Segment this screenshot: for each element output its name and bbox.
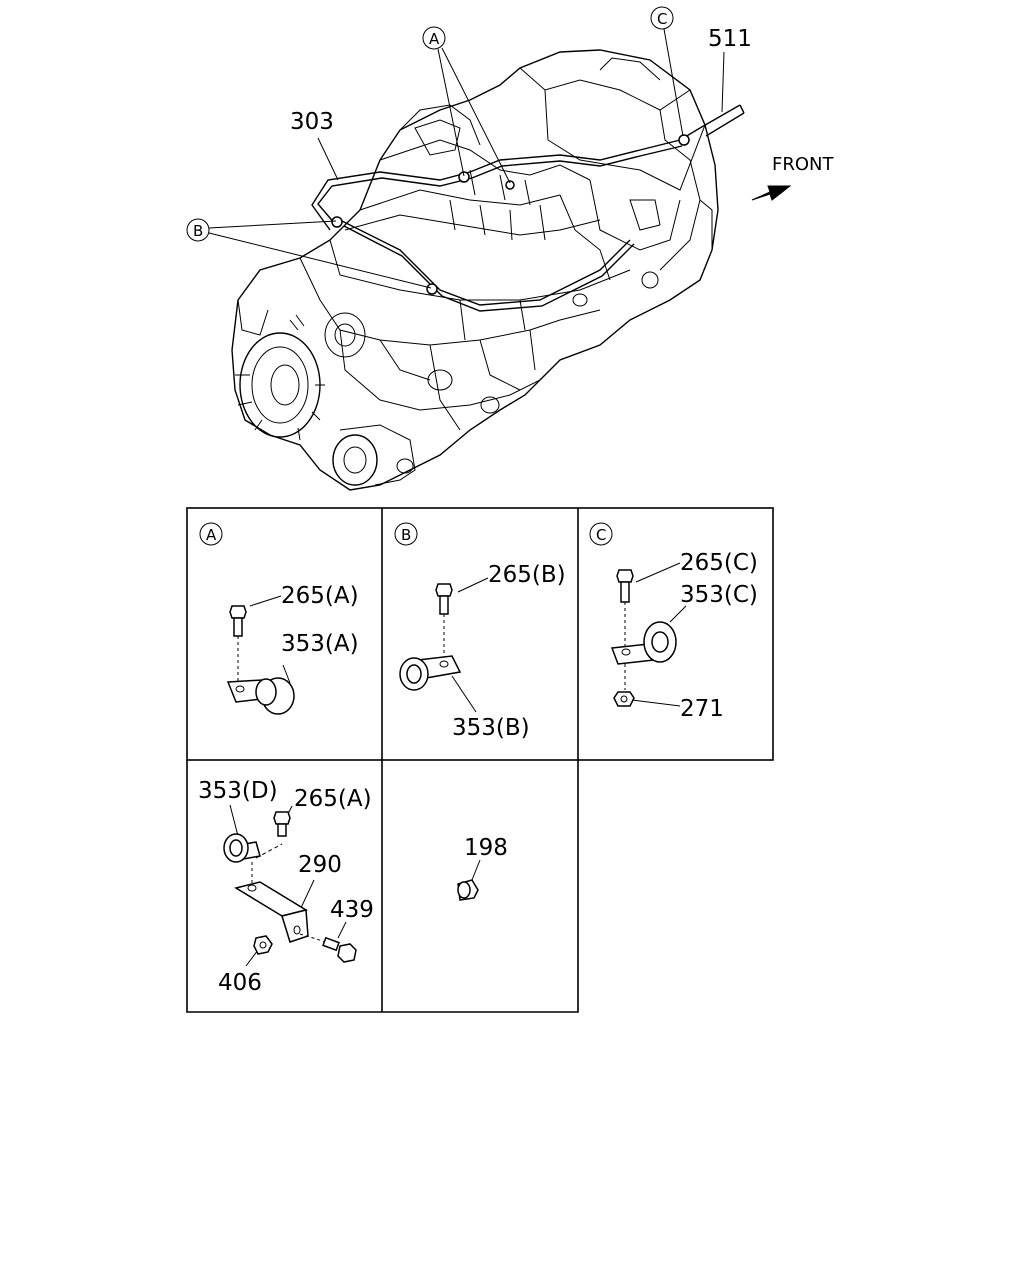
- transmission-illustration: [231, 49, 745, 491]
- panel-e-plug-label: 198: [464, 835, 508, 861]
- leader-303: [317, 137, 339, 181]
- panel-c-nut-label: 271: [680, 696, 724, 722]
- panel-c-clip-label: 353(C): [680, 582, 758, 608]
- bolt-265c-icon: [616, 569, 634, 648]
- bolt-265b-icon: [435, 583, 453, 660]
- panel-b-bolt-label: 265(B): [488, 562, 566, 588]
- panel-d-nut-label: 406: [218, 970, 262, 996]
- panel-d-bracket-label: 290: [298, 852, 342, 878]
- bolt-265a-d-icon: [273, 811, 291, 837]
- panel-d-bolt2-label: 439: [330, 897, 374, 923]
- ref-c-letter: C: [657, 10, 667, 28]
- panel-a-circle-label: A: [206, 526, 217, 544]
- panel-a: A 265(A) 353(A): [199, 522, 359, 715]
- panel-b-clip-label: 353(B): [452, 715, 530, 741]
- detail-grid: [186, 507, 774, 1013]
- plug-198-icon: [457, 879, 479, 901]
- panel-a-bolt-label: 265(A): [281, 583, 359, 609]
- callout-303: 303: [290, 109, 334, 135]
- panel-e: 198: [457, 835, 508, 901]
- bolt-439-icon: [322, 936, 357, 963]
- leader-511: [721, 51, 725, 113]
- bracket-290-icon: [234, 881, 309, 943]
- panel-c-circle-label: C: [596, 526, 606, 544]
- nut-271-icon: [613, 691, 635, 707]
- ref-a-marker: A: [422, 26, 511, 184]
- clip-353d-icon: [223, 833, 261, 863]
- panel-b: B 265(B) 353(B): [394, 522, 566, 741]
- clip-353b-icon: [399, 655, 462, 691]
- bolt-265a-icon: [229, 605, 247, 682]
- ref-b-letter: B: [193, 222, 203, 240]
- panel-d-bolt-label: 265(A): [294, 786, 372, 812]
- panel-b-circle-label: B: [401, 526, 411, 544]
- callout-511: 511: [708, 26, 752, 52]
- ref-b-marker: B: [186, 218, 432, 289]
- clip-353c-icon: [610, 621, 677, 690]
- clip-353a-icon: [226, 677, 295, 715]
- panel-c: C 265(C) 353(C) 271: [589, 522, 758, 722]
- panel-d-clip-label: 353(D): [198, 778, 278, 804]
- front-arrow-icon: [751, 185, 792, 201]
- panel-a-clip-label: 353(A): [281, 631, 359, 657]
- ref-a-letter: A: [429, 30, 440, 48]
- front-label: FRONT: [772, 154, 834, 175]
- panel-c-bolt-label: 265(C): [680, 550, 758, 576]
- ref-c-marker: C: [650, 6, 684, 137]
- panel-d: 353(D) 265(A) 290 439 406: [198, 778, 374, 996]
- nut-406-icon: [253, 935, 273, 955]
